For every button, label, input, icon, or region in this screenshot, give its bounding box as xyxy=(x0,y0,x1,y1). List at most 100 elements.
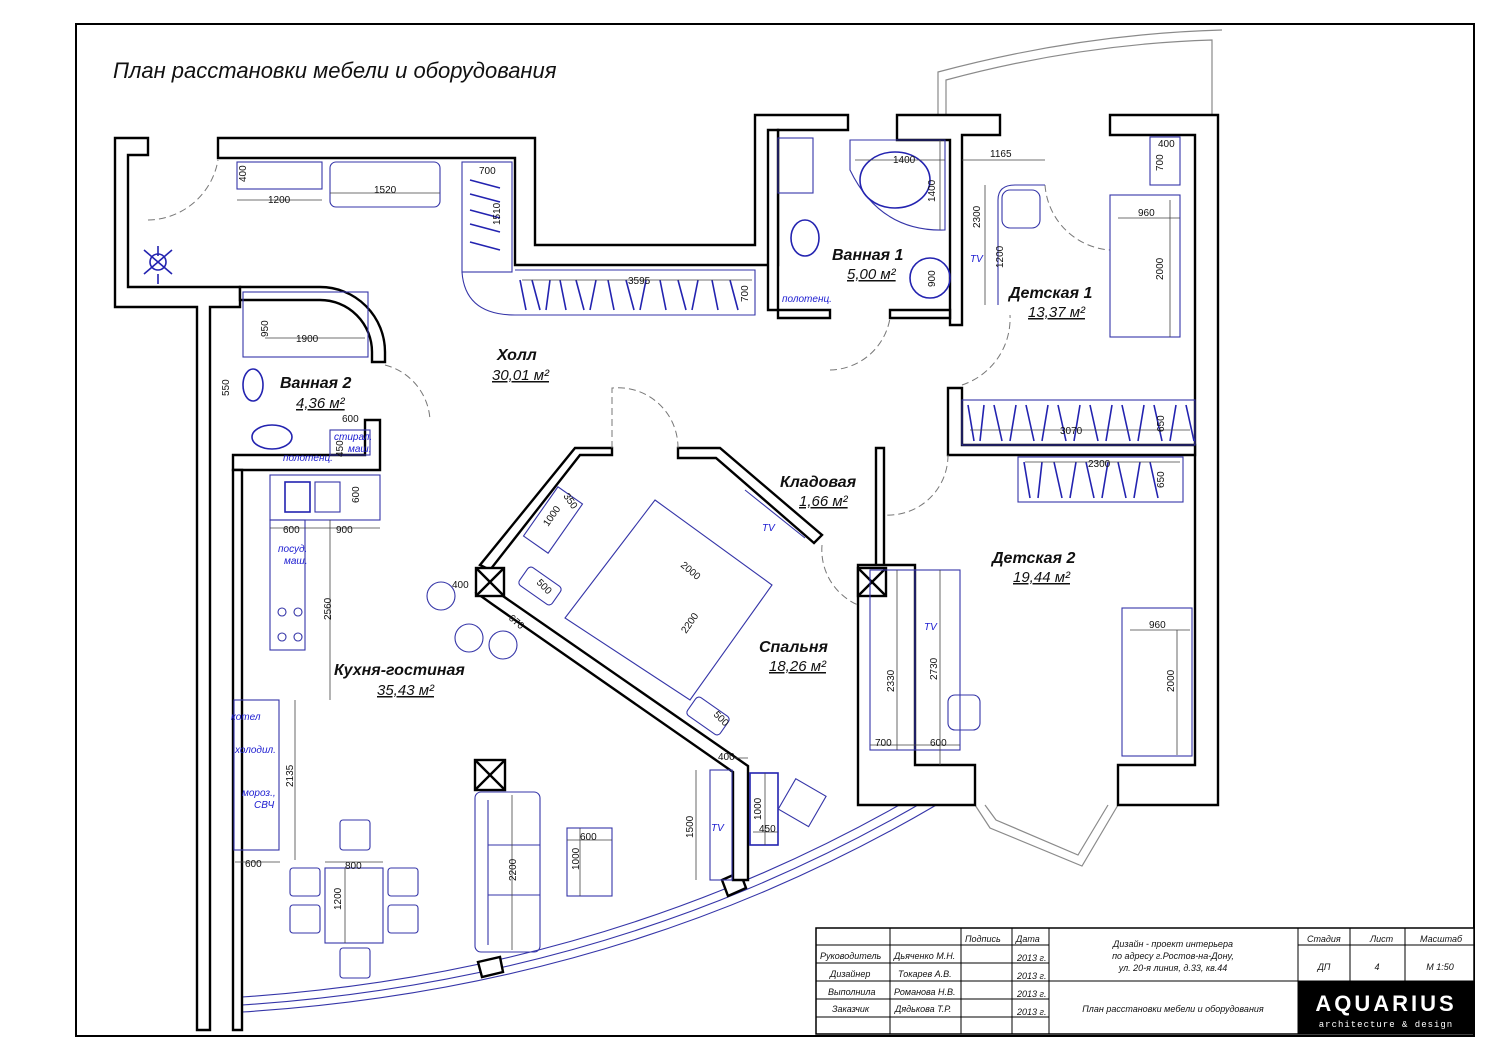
drawing-frame xyxy=(75,23,1475,1037)
dim: 700 xyxy=(875,738,892,749)
dim: 2135 xyxy=(285,764,296,787)
dim: 960 xyxy=(1138,208,1155,219)
dim: 600 xyxy=(245,859,262,870)
desk xyxy=(914,569,961,751)
dim: 2730 xyxy=(929,657,940,680)
furniture xyxy=(143,136,1196,979)
dim: 2200 xyxy=(508,858,519,881)
dim: 1400 xyxy=(927,179,938,202)
corner-bathtub xyxy=(849,139,946,231)
coffee-table xyxy=(566,827,613,897)
dim: 950 xyxy=(260,320,271,337)
dim: 1520 xyxy=(374,185,397,196)
dim: 650 xyxy=(1156,471,1167,488)
header-sheet: Лист xyxy=(1369,934,1394,944)
dim: 2560 xyxy=(323,597,334,620)
project-line-3: ул. 20-я линия, д.33, кв.44 xyxy=(1118,963,1228,973)
note-microwave: СВЧ xyxy=(254,800,275,811)
header-sign: Подпись xyxy=(965,934,1001,944)
dim: 350 xyxy=(561,491,580,511)
note-washing-machine: стирал. xyxy=(334,432,372,443)
dim: 2000 xyxy=(1166,669,1177,692)
person: Дядькова Т.Р. xyxy=(894,1004,951,1014)
date: 2013 г. xyxy=(1016,953,1046,963)
kitchen-counter xyxy=(269,474,381,521)
scale-value: М 1:50 xyxy=(1426,962,1454,972)
room-area: 19,44 м² xyxy=(1013,569,1071,586)
room-name: Спальня xyxy=(759,639,829,656)
dim: 400 xyxy=(1158,139,1175,150)
dim: 1000 xyxy=(571,847,582,870)
dim: 1000 xyxy=(541,504,563,529)
dim: 1200 xyxy=(268,195,291,206)
note-tv-kids2: TV xyxy=(924,622,938,633)
dim: 450 xyxy=(759,824,776,835)
shoe-cabinet xyxy=(236,161,323,190)
dim: 600 xyxy=(351,486,362,503)
room-area: 1,66 м² xyxy=(799,493,849,510)
role: Руководитель xyxy=(820,951,882,961)
room-labels: Холл 30,01 м² Ванная 2 4,36 м² Ванная 1 … xyxy=(280,247,1092,699)
drawing-title: План расстановки мебели и оборудования xyxy=(113,58,557,83)
toilet xyxy=(790,219,820,257)
dim: 600 xyxy=(580,832,597,843)
date: 2013 г. xyxy=(1016,971,1046,981)
dim: 900 xyxy=(336,525,353,536)
sofa xyxy=(474,791,541,953)
stage-value: ДП xyxy=(1317,962,1331,972)
logo-tagline: architecture & design xyxy=(1319,1020,1453,1030)
dim: 800 xyxy=(345,861,362,872)
dim: 1900 xyxy=(296,334,319,345)
dim: 650 xyxy=(1156,415,1167,432)
sink xyxy=(242,368,264,402)
dim: 550 xyxy=(221,379,232,396)
plant-icon xyxy=(143,246,173,284)
doors xyxy=(147,159,1111,606)
wardrobe xyxy=(961,399,1196,446)
bed xyxy=(1109,194,1181,338)
note-washing-machine-2: маш. xyxy=(348,444,372,455)
tv-stand xyxy=(709,769,733,881)
note-boiler: котел xyxy=(231,712,261,723)
dim: 900 xyxy=(927,270,938,287)
room-area: 5,00 м² xyxy=(847,266,897,283)
room-area: 18,26 м² xyxy=(769,658,827,675)
note-towel-rail: полотенц. xyxy=(283,453,333,464)
date: 2013 г. xyxy=(1016,1007,1046,1017)
balcony-outline xyxy=(241,29,1223,1013)
hall-wardrobe xyxy=(461,161,513,273)
dim: 600 xyxy=(283,525,300,536)
dim: 1200 xyxy=(333,887,344,910)
dim: 400 xyxy=(452,580,469,591)
note-tv-living: TV xyxy=(711,823,725,834)
room-name: Кухня-гостиная xyxy=(334,662,465,679)
double-bed xyxy=(564,499,773,701)
room-area: 30,01 м² xyxy=(492,367,550,384)
room-area: 4,36 м² xyxy=(296,395,346,412)
role: Дизайнер xyxy=(829,969,870,979)
note-dishwasher-2: маш. xyxy=(284,556,308,567)
room-area: 13,37 м² xyxy=(1028,304,1086,321)
room-name: Холл xyxy=(496,347,537,364)
sheet-value: 4 xyxy=(1374,962,1379,972)
title-block: Подпись Дата Стадия Лист Масштаб Руковод… xyxy=(815,927,1475,1035)
dim: 700 xyxy=(740,285,751,302)
dim: 1500 xyxy=(685,815,696,838)
header-date: Дата xyxy=(1015,934,1040,944)
dim: 400 xyxy=(238,165,249,182)
dim: 600 xyxy=(930,738,947,749)
dim: 1400 xyxy=(893,155,916,166)
chair xyxy=(1001,189,1041,229)
header-stage: Стадия xyxy=(1307,934,1341,944)
bed xyxy=(1121,607,1193,757)
dim: 1510 xyxy=(492,202,503,225)
dim: 600 xyxy=(342,414,359,425)
dim: 2000 xyxy=(1155,257,1166,280)
logo-name: AQUARIUS xyxy=(1315,991,1456,1016)
armchair xyxy=(777,778,827,828)
room-area: 35,43 м² xyxy=(377,682,435,699)
person: Романова Н.В. xyxy=(894,987,956,997)
note-fridge: холодил. xyxy=(234,745,276,756)
sink xyxy=(909,257,951,299)
toilet xyxy=(251,424,293,450)
